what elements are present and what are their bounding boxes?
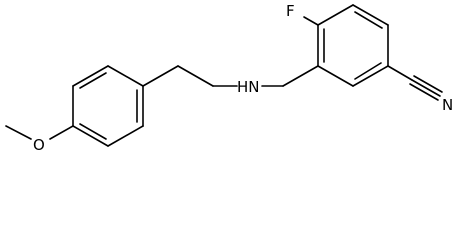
ring-bond [352,4,389,26]
nitrile-triple-bond [411,79,441,97]
ring-bond [317,65,354,87]
fluorine-label: F [286,2,295,20]
ring-bond [107,125,144,147]
ethyl-aryl-bond [142,65,179,87]
molecule-diagram: F N HN O [5,2,453,154]
o-ch3-bond [5,125,32,140]
ring-bond [72,65,109,87]
ring-bond [72,125,109,147]
ethyl-bond [177,65,214,87]
ring-bond [352,65,389,87]
ring-double-bond [354,62,382,80]
ring-bond [317,4,354,26]
ring-bond [107,65,144,87]
nitrile-triple-bond [409,83,439,101]
amine-label: HN [237,78,260,96]
structure-canvas: F N HN O [5,2,454,154]
ether-oxygen-label: O [33,136,45,154]
ring-double-bond [79,123,107,140]
c-o-bond [49,125,74,140]
nitrile-nitrogen-label: N [442,96,453,114]
methoxyphenyl-ring [72,65,144,147]
fluorobenzonitrile-ring [317,4,389,87]
ring-double-bond [354,11,383,29]
ring-ch2-bond [282,65,319,87]
c-cn-bond [387,65,413,81]
ring-double-bond [79,72,107,89]
c-f-bond [303,16,319,26]
nitrile-triple-bond [413,75,443,93]
